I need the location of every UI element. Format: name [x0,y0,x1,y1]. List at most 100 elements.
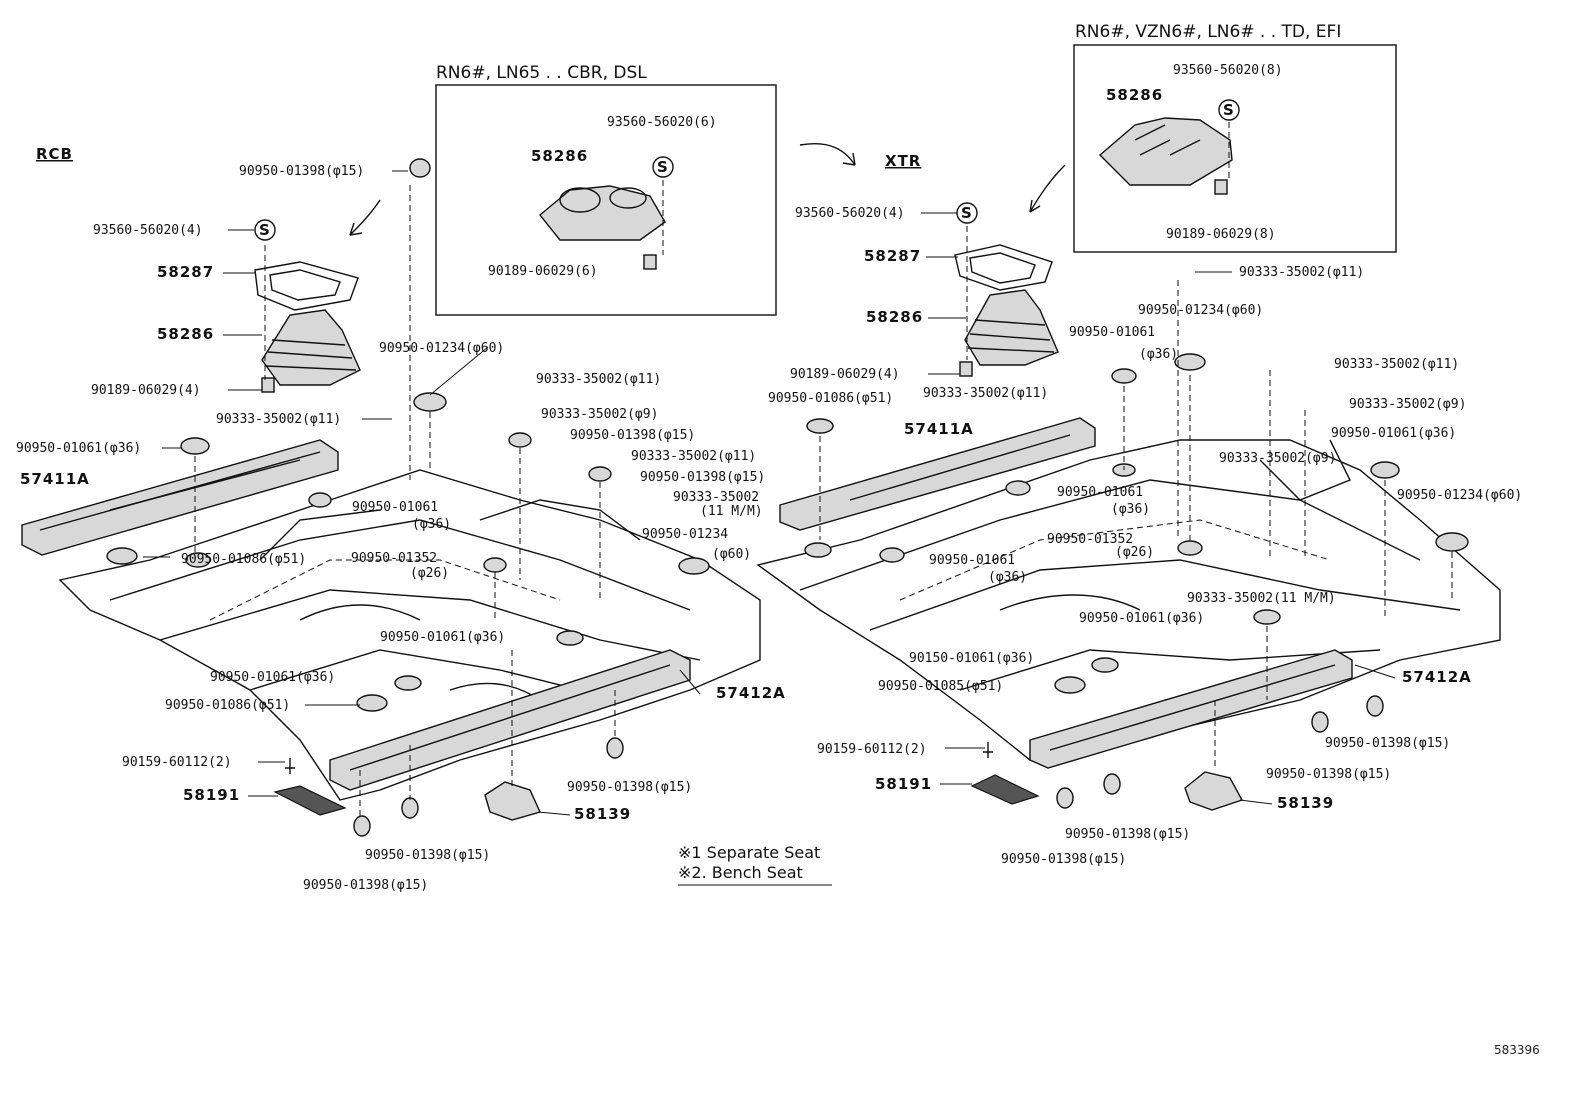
part-label: 90150-01061(φ36) [909,651,1034,666]
part-label: 93560-56020(6) [607,115,717,130]
svg-text:S: S [657,158,669,176]
part-label: 57412A [1402,668,1472,686]
part-label: (φ36) [412,517,451,532]
inset-box-right [1073,44,1397,253]
part-label: 90333-35002(φ9) [1219,451,1336,466]
part-label: 58139 [1277,794,1334,812]
part-label: 90950-01234(φ60) [1397,488,1522,503]
part-label: 90950-01352 [351,551,437,566]
part-label: 90950-01234 [642,527,728,542]
header-inset-left: RN6#, LN65 . . CBR, DSL [436,63,647,83]
part-label: 58286 [531,147,588,165]
part-label: 57412A [716,684,786,702]
left-sill-57411a [21,439,339,556]
leader-lines [143,170,1396,816]
part-label: 90950-01086(φ51) [768,391,893,406]
part-label: 90333-35002(φ11) [1239,265,1364,280]
svg-text:S: S [961,204,973,222]
part-label: 90950-01061 [1069,325,1155,340]
part-label: 90189-06029(4) [91,383,201,398]
part-label: 90159-60112(2) [122,755,232,770]
part-label: 90950-01398(φ15) [1266,767,1391,782]
part-label: 90950-01061(φ36) [1079,611,1204,626]
right-boot-58286 [964,289,1059,366]
part-label: (φ60) [712,547,751,562]
part-label: 57411A [904,420,974,438]
part-label: (φ36) [988,570,1027,585]
legend-bench-seat: ※2. Bench Seat [678,863,803,882]
part-label: 90333-35002 [673,490,759,505]
right-sill-57412a [1029,649,1353,769]
svg-text:S: S [259,221,271,239]
part-label: 58287 [864,247,921,265]
svg-text:S: S [1223,101,1235,119]
part-label: (φ36) [1139,347,1178,362]
part-label: 90950-01061(φ36) [380,630,505,645]
left-cover-58139 [484,781,541,821]
left-pad-58191 [273,785,347,816]
part-label: 90189-06029(4) [790,367,900,382]
inset-box-left [435,84,777,316]
part-label: (φ26) [1115,545,1154,560]
left-sill-57412a [329,649,691,791]
part-label: 90333-35002(11 M/M) [1187,591,1336,606]
part-label: 58191 [183,786,240,804]
part-label: 90950-01398(φ15) [640,470,765,485]
part-label: 57411A [20,470,90,488]
header-rcb: RCB [36,145,73,163]
part-label: 90950-01061 [929,553,1015,568]
part-label: 58286 [866,308,923,326]
right-assembly: S [756,143,1501,811]
part-label: 90189-06029(6) [488,264,598,279]
part-label: 90950-01398(φ15) [1065,827,1190,842]
part-label: 90333-35002(φ11) [536,372,661,387]
part-label: 90950-01398(φ15) [570,428,695,443]
part-label: (11 M/M) [700,504,763,519]
left-boot-58286 [261,309,361,386]
part-label: 90333-35002(φ9) [541,407,658,422]
part-label: 90950-01061(φ36) [210,670,335,685]
part-label: 58287 [157,263,214,281]
right-cover-58139 [1184,771,1244,811]
part-label: 58191 [875,775,932,793]
part-label: 90950-01398(φ15) [567,780,692,795]
part-label: 90950-01061(φ36) [16,441,141,456]
part-label: 90950-01234(φ60) [379,341,504,356]
part-label: 90333-35002(φ11) [923,386,1048,401]
left-assembly: S [21,158,761,837]
part-label: 90950-01061 [1057,485,1143,500]
right-pad-58191 [970,774,1040,805]
part-label: (φ26) [410,566,449,581]
part-label: 90333-35002(φ11) [216,412,341,427]
right-boot-58287 [954,244,1053,291]
part-label: 90950-01398(φ15) [303,878,428,893]
reference-number: 583396 [1494,1043,1540,1057]
part-label: 90950-01086(φ51) [181,552,306,567]
part-label: 90333-35002(φ9) [1349,397,1466,412]
part-label: 93560-56020(4) [93,223,203,238]
part-label: 58139 [574,805,631,823]
part-label: 90333-35002(φ11) [631,449,756,464]
part-label: 90950-01398(φ15) [1325,736,1450,751]
part-label: 90333-35002(φ11) [1334,357,1459,372]
part-label: 90950-01398(φ15) [1001,852,1126,867]
part-label: 90950-01061 [352,500,438,515]
part-label: 90950-01085(φ51) [878,679,1003,694]
header-xtr: XTR [885,152,921,170]
part-label: 58286 [1106,86,1163,104]
part-label: 90159-60112(2) [817,742,927,757]
part-label: 93560-56020(4) [795,206,905,221]
header-inset-right: RN6#, VZN6#, LN6# . . TD, EFI [1075,22,1341,42]
part-label: 93560-56020(8) [1173,63,1283,78]
part-label: 90950-01086(φ51) [165,698,290,713]
part-label: 58286 [157,325,214,343]
left-boot-58287 [254,261,359,311]
right-floor-pan [756,439,1501,761]
legend-separate-seat: ※1 Separate Seat [678,843,820,862]
part-label: 90950-01352 [1047,532,1133,547]
part-label: 90950-01398(φ15) [239,164,364,179]
part-label: 90950-01398(φ15) [365,848,490,863]
part-label: 90950-01061(φ36) [1331,426,1456,441]
part-label: 90189-06029(8) [1166,227,1276,242]
